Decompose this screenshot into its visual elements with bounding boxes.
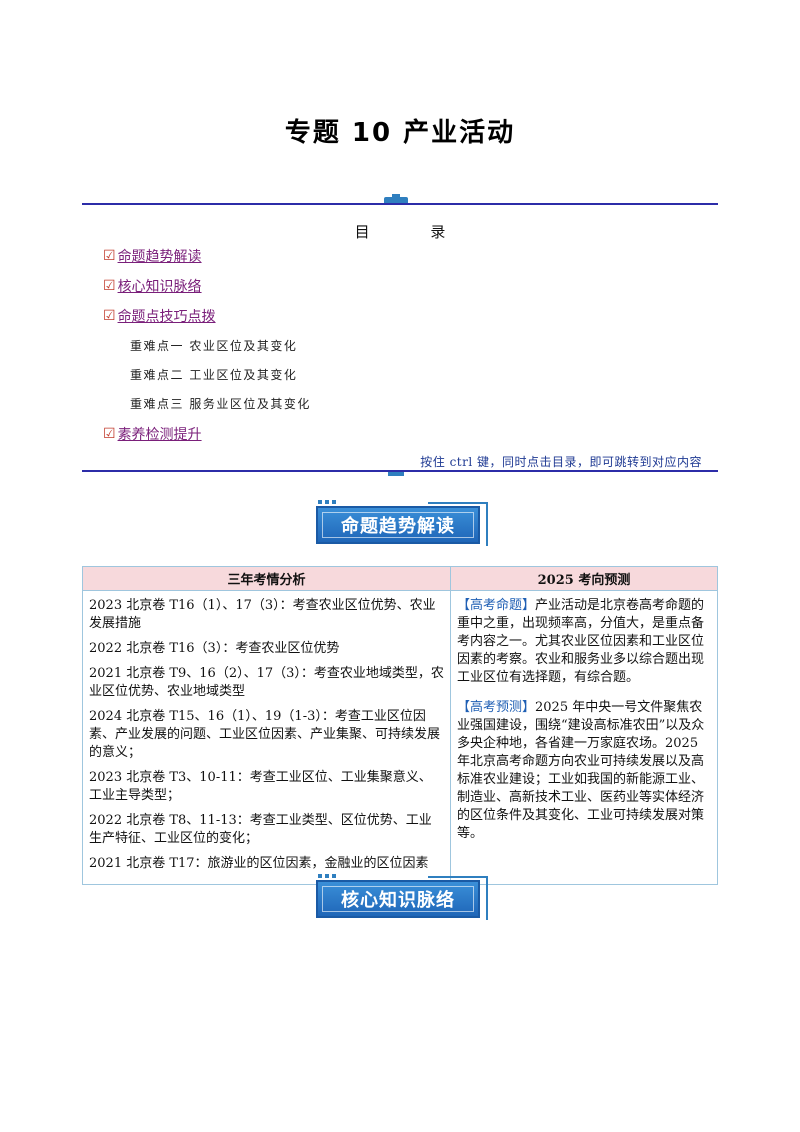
table-header-left: 三年考情分析	[83, 567, 451, 590]
checkbox-icon: ☑	[103, 308, 116, 324]
checkbox-icon: ☑	[103, 248, 116, 264]
corner-decoration	[428, 876, 488, 920]
toc-link-practice[interactable]: 素养检测提升	[117, 427, 202, 443]
toc-link-trend[interactable]: 命题趋势解读	[117, 249, 202, 265]
toc-item-trend[interactable]: ☑ 命题趋势解读	[103, 246, 202, 266]
table-row: 2021 北京卷 T9、16（2）、17（3）：考查农业地域类型，农业区位优势、…	[89, 666, 444, 699]
prediction-text: 产业活动是北京卷高考命题的重中之重，出现频率高，分值大，是重点备考内容之一。尤其…	[457, 598, 705, 685]
table-row: 2024 北京卷 T15、16（1）、19（1-3）：考查工业区位因素、产业发展…	[89, 709, 441, 760]
table-body: 2023 北京卷 T16（1）、17（3）：考查农业区位优势、农业发展措施 20…	[83, 591, 717, 884]
toc-item-core[interactable]: ☑ 核心知识脉络	[103, 276, 202, 296]
table-header-right: 2025 考向预测	[537, 573, 631, 588]
prediction-tag: 【高考命题】	[457, 598, 536, 613]
section-banner-trend: 命题趋势解读	[316, 500, 488, 548]
table-right-column: 【高考命题】产业活动是北京卷高考命题的重中之重，出现频率高，分值大，是重点备考内…	[451, 591, 717, 884]
prediction-block: 【高考预测】2025 年中央一号文件聚焦农业强国建设，围绕“建设高标准农田”以及…	[457, 699, 709, 843]
section-title-trend: 命题趋势解读	[341, 516, 455, 537]
table-row: 2021 北京卷 T17：旅游业的区位因素，金融业的区位因素	[89, 856, 429, 871]
table-row: 2022 北京卷 T16（3）：考查农业区位优势	[89, 641, 340, 656]
toc-subitem-service[interactable]: 重难点三 服务业区位及其变化	[130, 397, 311, 411]
dots-decoration	[318, 500, 336, 504]
toc-hint: 按住 ctrl 键，同时点击目录，即可跳转到对应内容	[420, 455, 702, 469]
toc-item-practice[interactable]: ☑ 素养检测提升	[103, 424, 202, 444]
checkbox-icon: ☑	[103, 278, 116, 294]
toc-top-decoration	[384, 194, 408, 204]
table-row: 2023 北京卷 T16（1）、17（3）：考查农业区位优势、农业发展措施	[89, 598, 436, 631]
corner-decoration	[428, 502, 488, 546]
analysis-table: 三年考情分析 2025 考向预测 2023 北京卷 T16（1）、17（3）：考…	[82, 566, 718, 885]
page-title: 专题 10 产业活动	[284, 118, 516, 148]
prediction-block: 【高考命题】产业活动是北京卷高考命题的重中之重，出现频率高，分值大，是重点备考内…	[457, 597, 709, 687]
toc-subitem-industry[interactable]: 重难点二 工业区位及其变化	[130, 368, 298, 382]
prediction-tag: 【高考预测】	[457, 700, 536, 715]
prediction-text: 2025 年中央一号文件聚焦农业强国建设，围绕“建设高标准农田”以及众多央企种地…	[457, 700, 705, 841]
dots-decoration	[318, 874, 336, 878]
table-left-column: 2023 北京卷 T16（1）、17（3）：考查农业区位优势、农业发展措施 20…	[83, 591, 451, 884]
toc-link-skills[interactable]: 命题点技巧点拨	[117, 309, 216, 325]
checkbox-icon: ☑	[103, 426, 116, 442]
toc-bottom-divider	[82, 470, 718, 472]
toc-bottom-decoration	[388, 472, 404, 476]
section-banner-core: 核心知识脉络	[316, 874, 488, 922]
table-row: 2022 北京卷 T8、11-13：考查工业类型、区位优势、工业生产特征、工业区…	[89, 813, 432, 846]
toc-item-skills[interactable]: ☑ 命题点技巧点拨	[103, 306, 216, 326]
section-title-core: 核心知识脉络	[341, 890, 455, 911]
toc-link-core[interactable]: 核心知识脉络	[117, 279, 202, 295]
table-row: 2023 北京卷 T3、10-11：考查工业区位、工业集聚意义、工业主导类型；	[89, 770, 432, 803]
table-header: 三年考情分析 2025 考向预测	[83, 567, 717, 591]
toc-heading: 目 录	[354, 223, 474, 241]
toc-top-divider	[82, 203, 718, 205]
toc-subitem-agriculture[interactable]: 重难点一 农业区位及其变化	[130, 339, 298, 353]
